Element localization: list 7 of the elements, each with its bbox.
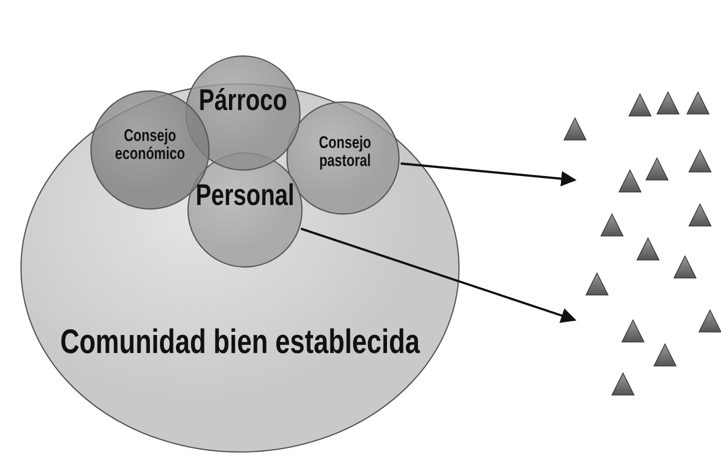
node-label: Personal (194, 180, 296, 212)
node-label: Comunidad bien establecida (59, 325, 421, 361)
node-label: Párroco (198, 85, 288, 116)
arrow (300, 228, 576, 323)
node-label: Consejo económico (114, 127, 186, 163)
node-label: Consejo pastoral (318, 134, 372, 170)
arrow (400, 162, 577, 186)
